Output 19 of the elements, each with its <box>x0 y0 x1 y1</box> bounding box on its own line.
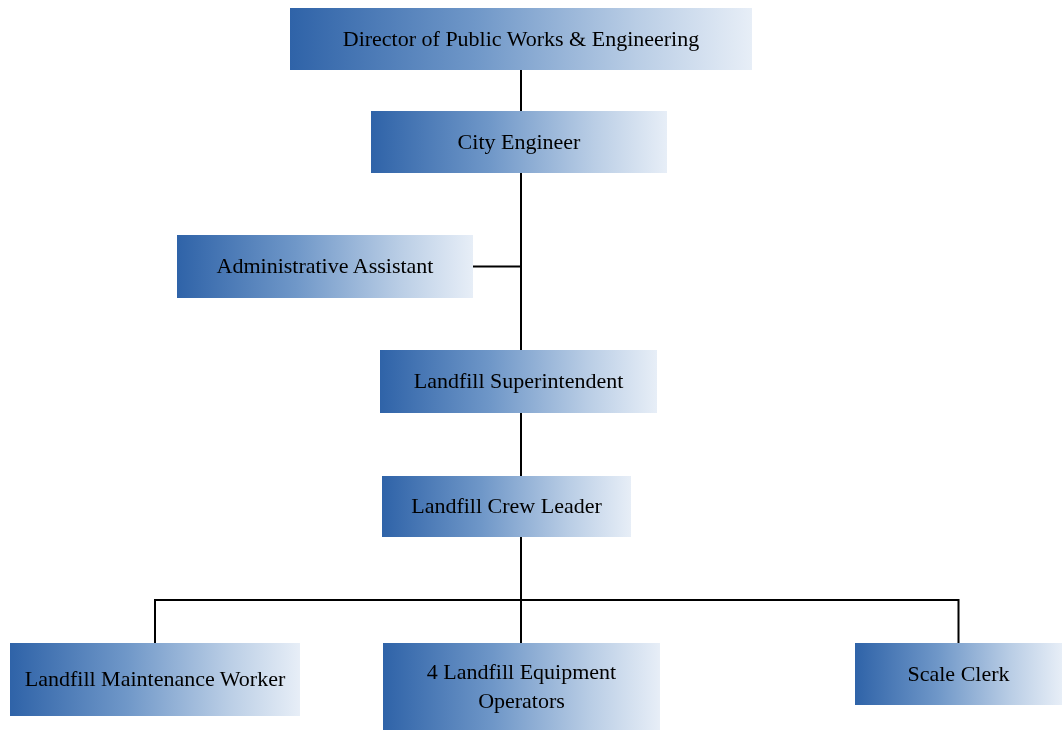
position-box <box>371 111 667 173</box>
position-title: Director of Public Works & Engineering <box>342 24 700 53</box>
position-box <box>855 643 1062 705</box>
position-box <box>382 476 631 537</box>
position-title: 4 Landfill Equipment Operators <box>425 657 618 715</box>
position-box <box>177 235 473 298</box>
position-title: Landfill Crew Leader <box>411 492 602 521</box>
position-box <box>383 643 660 730</box>
connector-line <box>520 172 522 351</box>
position-box <box>380 350 657 413</box>
connector-line <box>520 412 522 477</box>
connector-line <box>520 69 522 112</box>
position-title: City Engineer <box>457 127 581 156</box>
position-title: Administrative Assistant <box>216 252 434 281</box>
position-title: Landfill Maintenance Worker <box>24 665 286 694</box>
position-title: Scale Clerk <box>907 659 1010 688</box>
position-title: Landfill Superintendent <box>413 367 624 396</box>
position-box <box>290 8 752 70</box>
position-box <box>10 643 300 716</box>
